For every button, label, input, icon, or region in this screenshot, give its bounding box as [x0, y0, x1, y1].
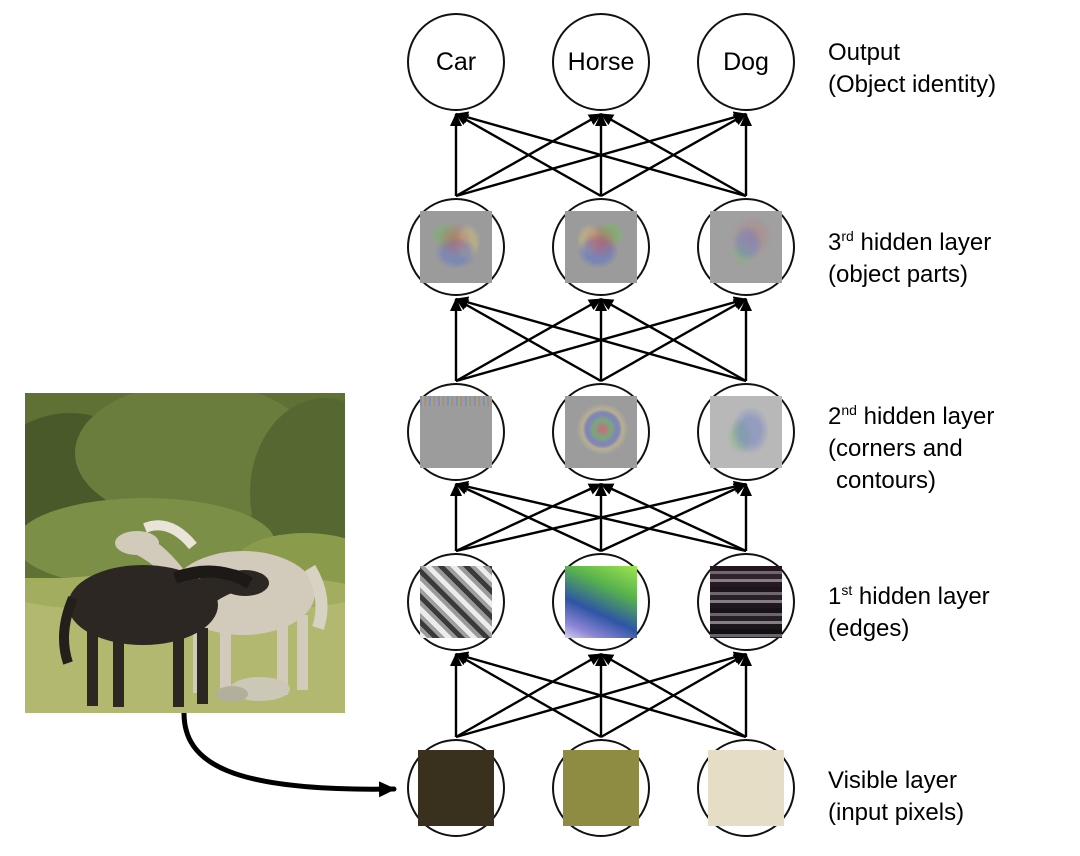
layer-label-line1: Output: [828, 39, 901, 66]
visible-node-2: [552, 739, 650, 837]
hidden2-node-3: [697, 383, 795, 481]
connection-line: [455, 482, 602, 553]
contour-patch: [710, 396, 782, 468]
edge-filter-patch: [710, 566, 782, 638]
contour-patch: [420, 396, 492, 468]
connection-line: [455, 111, 747, 198]
hidden1-node-3: [697, 553, 795, 651]
connection-line: [455, 652, 602, 739]
edge-filter-patch: [420, 566, 492, 638]
connection-line: [455, 480, 747, 553]
hidden1-node-2: [552, 553, 650, 651]
layer-label-line3: contours): [836, 467, 937, 494]
hidden1-node-1: [407, 553, 505, 651]
hidden3-node-2: [552, 198, 650, 296]
layer-label-line1: 3rd hidden layer: [828, 228, 992, 256]
layer-label-line2: (Object identity): [828, 71, 997, 98]
output-node-car: Car: [407, 13, 505, 111]
hidden3-node-3: [697, 198, 795, 296]
layer-label-hidden3: 3rd hidden layer (object parts): [828, 220, 991, 291]
output-label-horse: Horse: [567, 47, 635, 76]
layer-label-line2: (input pixels): [828, 799, 965, 826]
connection-line: [600, 652, 747, 739]
layer-label-line2: (edges): [828, 615, 910, 642]
object-parts-patch: [420, 211, 492, 283]
visible-node-3: [697, 739, 795, 837]
connection-line: [600, 482, 747, 553]
hidden2-node-1: [407, 383, 505, 481]
connection-line: [600, 297, 747, 383]
layer-label-output: Output (Object identity): [828, 30, 996, 101]
dark-horse: [68, 565, 269, 707]
connection-line: [455, 297, 602, 383]
input-photo-horses: [25, 393, 345, 713]
layer-label-line1: Visible layer: [828, 767, 957, 794]
pixel-patch: [563, 750, 639, 826]
visible-node-1: [407, 739, 505, 837]
output-label-car: Car: [435, 47, 477, 76]
output-node-horse: Horse: [552, 13, 650, 111]
hidden3-node-1: [407, 198, 505, 296]
layer-label-visible: Visible layer (input pixels): [828, 758, 964, 829]
contour-patch: [565, 396, 637, 468]
input-image-arrow: [181, 710, 397, 798]
connection-line: [455, 112, 602, 198]
layer-label-line2: (corners and: [828, 435, 963, 462]
layer-label-hidden2: 2nd hidden layer (corners and contours): [828, 394, 994, 497]
horses-illustration: [25, 393, 345, 713]
pixel-patch: [708, 750, 784, 826]
edge-filter-patch: [565, 566, 637, 638]
layer-label-hidden1: 1st hidden layer (edges): [828, 574, 990, 645]
output-node-dog: Dog: [697, 13, 795, 111]
connection-line: [600, 112, 747, 198]
connection-line: [455, 296, 747, 383]
hidden2-node-2: [552, 383, 650, 481]
connection-line: [455, 651, 747, 739]
layer-label-line1: 1st hidden layer: [828, 582, 990, 610]
pixel-patch: [418, 750, 494, 826]
layer-label-line1: 2nd hidden layer: [828, 402, 995, 430]
object-parts-patch: [565, 211, 637, 283]
layer-label-line2: (object parts): [828, 261, 969, 288]
output-label-dog: Dog: [723, 47, 769, 76]
object-parts-patch: [710, 211, 782, 283]
